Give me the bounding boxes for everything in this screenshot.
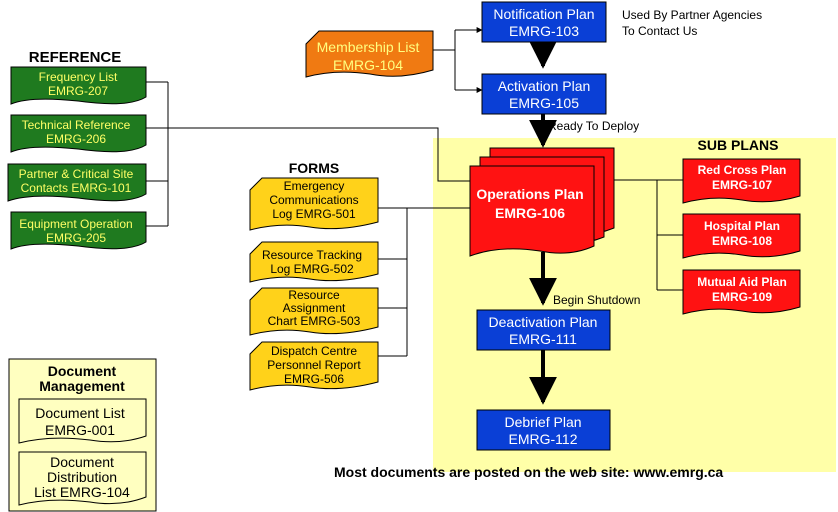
sub-plan-line1: Mutual Aid Plan [697, 275, 787, 289]
doc-mgmt-heading-line1: Document [48, 363, 117, 379]
membership-line1: Membership List [317, 39, 420, 55]
sub-plan-mutual-aid[interactable]: Mutual Aid Plan EMRG-109 [682, 269, 801, 315]
activation-line2: EMRG-105 [509, 95, 579, 111]
reference-item-line1: Technical Reference [22, 118, 131, 132]
form-emergency-communications-log[interactable]: Emergency Communications Log EMRG-501 [249, 177, 379, 231]
sub-plan-red-cross[interactable]: Red Cross Plan EMRG-107 [682, 158, 801, 204]
form-line: Log EMRG-502 [270, 262, 354, 276]
notification-plan-box[interactable]: Notification Plan EMRG-103 [481, 1, 607, 43]
reference-item-frequency-list[interactable]: Frequency List EMRG-207 [10, 66, 147, 105]
reference-heading: REFERENCE [29, 49, 122, 66]
reference-item-partner-contacts[interactable]: Partner & Critical Site Contacts EMRG-10… [7, 163, 147, 202]
form-line: Log EMRG-501 [272, 207, 356, 221]
sub-plans-heading: SUB PLANS [698, 137, 779, 153]
form-line: Communications [269, 193, 358, 207]
reference-item-line2: EMRG-205 [46, 231, 106, 245]
partner-note-line1: Used By Partner Agencies [622, 8, 762, 22]
reference-item-line1: Partner & Critical Site [19, 167, 134, 181]
ready-to-deploy-label: Ready To Deploy [548, 119, 639, 133]
debrief-plan-box[interactable]: Debrief Plan EMRG-112 [476, 409, 611, 451]
form-dispatch-centre-personnel-report[interactable]: Dispatch Centre Personnel Report EMRG-50… [249, 341, 379, 391]
form-resource-tracking-log[interactable]: Resource Tracking Log EMRG-502 [249, 241, 379, 283]
doc-mgmt-heading-line2: Management [39, 378, 125, 394]
form-line: Resource [288, 288, 340, 302]
activation-plan-box[interactable]: Activation Plan EMRG-105 [481, 73, 607, 115]
reference-item-line2: EMRG-207 [48, 84, 108, 98]
sub-plan-line2: EMRG-107 [712, 178, 772, 192]
form-resource-assignment-chart[interactable]: Resource Assignment Chart EMRG-503 [249, 287, 379, 336]
membership-line2: EMRG-104 [333, 57, 403, 73]
doc-line: EMRG-001 [45, 422, 115, 438]
form-line: Emergency [284, 179, 345, 193]
doc-line: Document [50, 454, 114, 470]
forms-connectors [378, 207, 475, 357]
partner-note-line2: To Contact Us [622, 24, 697, 38]
form-line: Assignment [283, 301, 346, 315]
sub-plan-line1: Hospital Plan [704, 219, 780, 233]
debrief-line1: Debrief Plan [504, 414, 581, 430]
operations-line2: EMRG-106 [495, 205, 565, 221]
reference-item-line2: EMRG-206 [46, 132, 106, 146]
forms-heading: FORMS [289, 160, 340, 176]
document-distribution-list-item[interactable]: Document Distribution List EMRG-104 [18, 451, 147, 506]
doc-line: List EMRG-104 [34, 484, 130, 500]
reference-item-line1: Frequency List [39, 70, 118, 84]
reference-connectors [146, 81, 475, 227]
reference-item-line2: Contacts EMRG-101 [21, 181, 132, 195]
reference-item-line1: Equipment Operation [19, 217, 132, 231]
notification-line2: EMRG-103 [509, 23, 579, 39]
deactivation-line2: EMRG-111 [509, 331, 577, 347]
document-list-item[interactable]: Document List EMRG-001 [18, 398, 147, 444]
notification-line1: Notification Plan [493, 6, 594, 22]
begin-shutdown-label: Begin Shutdown [553, 293, 640, 307]
reference-item-equipment-operation[interactable]: Equipment Operation EMRG-205 [10, 211, 147, 250]
form-line: Personnel Report [267, 358, 361, 372]
deactivation-plan-box[interactable]: Deactivation Plan EMRG-111 [476, 309, 611, 351]
sub-plan-line1: Red Cross Plan [698, 163, 787, 177]
sub-plan-line2: EMRG-109 [712, 290, 772, 304]
form-line: Dispatch Centre [271, 344, 357, 358]
reference-item-technical-reference[interactable]: Technical Reference EMRG-206 [10, 114, 147, 153]
sub-plan-line2: EMRG-108 [712, 234, 772, 248]
membership-list-box[interactable]: Membership List EMRG-104 [305, 30, 434, 78]
footer-note: Most documents are posted on the web sit… [334, 464, 723, 480]
membership-arrows [433, 27, 483, 93]
operations-plan-box[interactable]: Operations Plan EMRG-106 [469, 147, 615, 257]
deactivation-line1: Deactivation Plan [489, 314, 598, 330]
activation-line1: Activation Plan [498, 78, 591, 94]
form-line: EMRG-506 [284, 372, 344, 386]
sub-plan-hospital[interactable]: Hospital Plan EMRG-108 [682, 213, 801, 259]
doc-line: Document List [35, 405, 125, 421]
form-line: Chart EMRG-503 [268, 314, 361, 328]
form-line: Resource Tracking [262, 248, 362, 262]
debrief-line2: EMRG-112 [509, 431, 578, 447]
operations-line1: Operations Plan [476, 186, 583, 202]
doc-line: Distribution [47, 469, 117, 485]
